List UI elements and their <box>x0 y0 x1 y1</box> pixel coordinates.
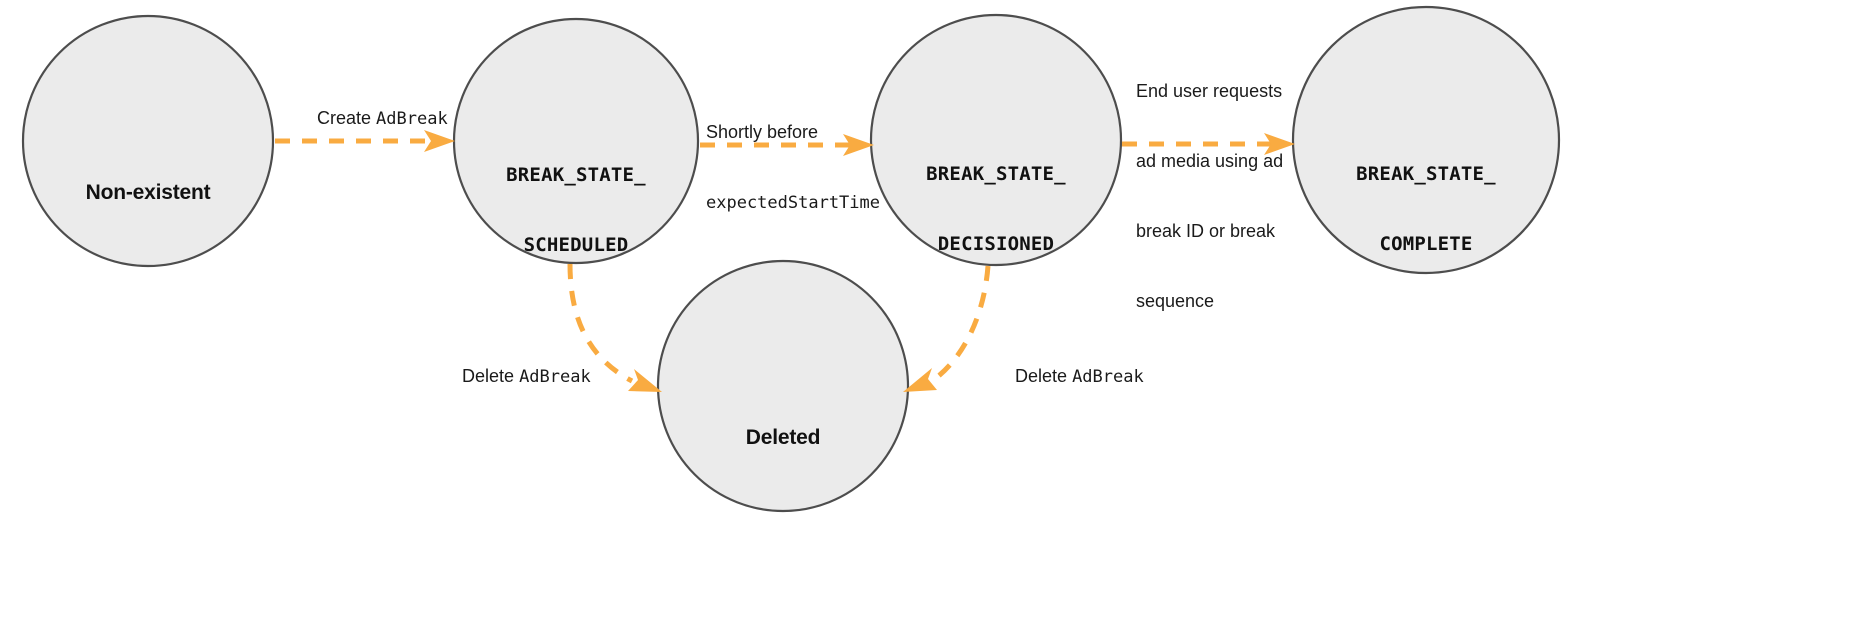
node-break-state-decisioned[interactable] <box>869 13 1123 267</box>
edge-end-user-requests-ad-media[interactable] <box>1122 133 1295 155</box>
edge-create-adbreak[interactable] <box>275 130 455 152</box>
edge-delete-adbreak-from-scheduled[interactable] <box>567 263 662 392</box>
node-break-state-complete[interactable] <box>1291 5 1561 275</box>
edge-shortly-before-expected-start-time[interactable] <box>700 134 874 156</box>
node-break-state-scheduled[interactable] <box>452 17 700 265</box>
node-deleted[interactable] <box>656 259 910 513</box>
node-non-existent[interactable] <box>21 14 275 268</box>
edge-delete-adbreak-from-decisioned[interactable] <box>903 265 991 392</box>
